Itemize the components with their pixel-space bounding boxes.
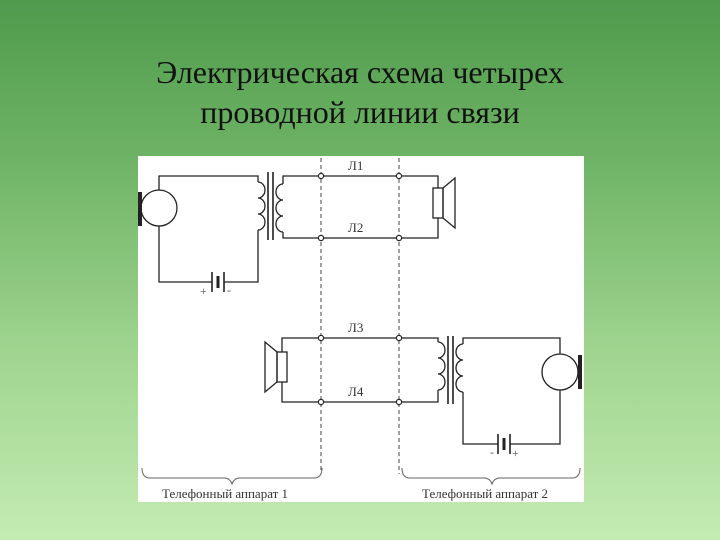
battery-icon xyxy=(211,272,225,292)
transformer-icon xyxy=(437,336,464,404)
boundary-dashed-lines xyxy=(320,158,400,474)
line-label-4: Л4 xyxy=(348,384,364,399)
slide-title: Электрическая схема четырех проводной ли… xyxy=(0,52,720,132)
circuit-wire xyxy=(281,337,439,403)
circuit-wire xyxy=(462,337,561,445)
transformer-icon xyxy=(257,172,284,240)
line-terminals xyxy=(317,172,403,406)
circuit-wire xyxy=(158,175,259,283)
brace-telephone-2 xyxy=(401,467,581,486)
circuit-wire xyxy=(282,175,439,239)
battery-1-minus-label: - xyxy=(227,283,231,297)
line-label-3: Л3 xyxy=(348,320,364,335)
line-label-2: Л2 xyxy=(348,220,364,235)
circuit-schematic xyxy=(138,158,582,486)
battery-1-plus-label: + xyxy=(200,284,207,298)
battery-icon xyxy=(497,434,511,454)
caption-telephone-1: Телефонный аппарат 1 xyxy=(162,486,289,501)
microphone-icon xyxy=(541,353,582,391)
caption-telephone-2: Телефонный аппарат 2 xyxy=(422,486,549,501)
slide-title-line-1: Электрическая схема четырех xyxy=(156,54,564,90)
brace-telephone-1 xyxy=(141,467,323,486)
slide-title-line-2: проводной линии связи xyxy=(200,94,520,130)
line-label-1: Л1 xyxy=(348,158,364,173)
speaker-icon xyxy=(264,340,288,394)
speaker-icon xyxy=(432,176,456,230)
microphone-icon xyxy=(138,189,178,227)
battery-2-minus-label: - xyxy=(490,445,494,459)
circuit-diagram: Л1 Л2 Л3 Л4 + - - + Телефонный аппарат 1… xyxy=(138,156,584,502)
battery-2-plus-label: + xyxy=(512,446,519,460)
